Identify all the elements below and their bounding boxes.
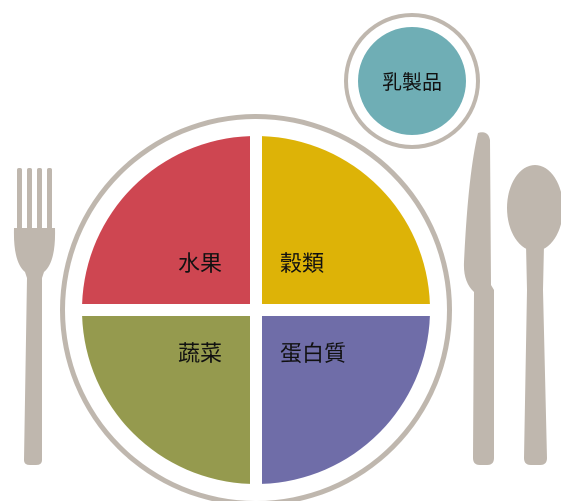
dairy-label: 乳製品 — [382, 70, 442, 94]
fruits-section — [82, 136, 250, 304]
fruits-label: 水果 — [178, 252, 222, 277]
spoon-icon — [507, 165, 561, 465]
vegetables-section — [82, 316, 250, 484]
protein-section — [262, 316, 430, 484]
plate: 水果 穀類 蔬菜 蛋白質 — [60, 114, 452, 501]
grains-section — [262, 136, 430, 304]
fork-icon — [13, 168, 56, 465]
dairy-cup: 乳製品 — [344, 13, 480, 149]
vegetables-label: 蔬菜 — [178, 342, 222, 367]
protein-label: 蛋白質 — [280, 342, 346, 367]
grains-label: 穀類 — [280, 252, 324, 277]
knife-icon — [463, 132, 494, 466]
dairy-circle — [358, 27, 466, 135]
